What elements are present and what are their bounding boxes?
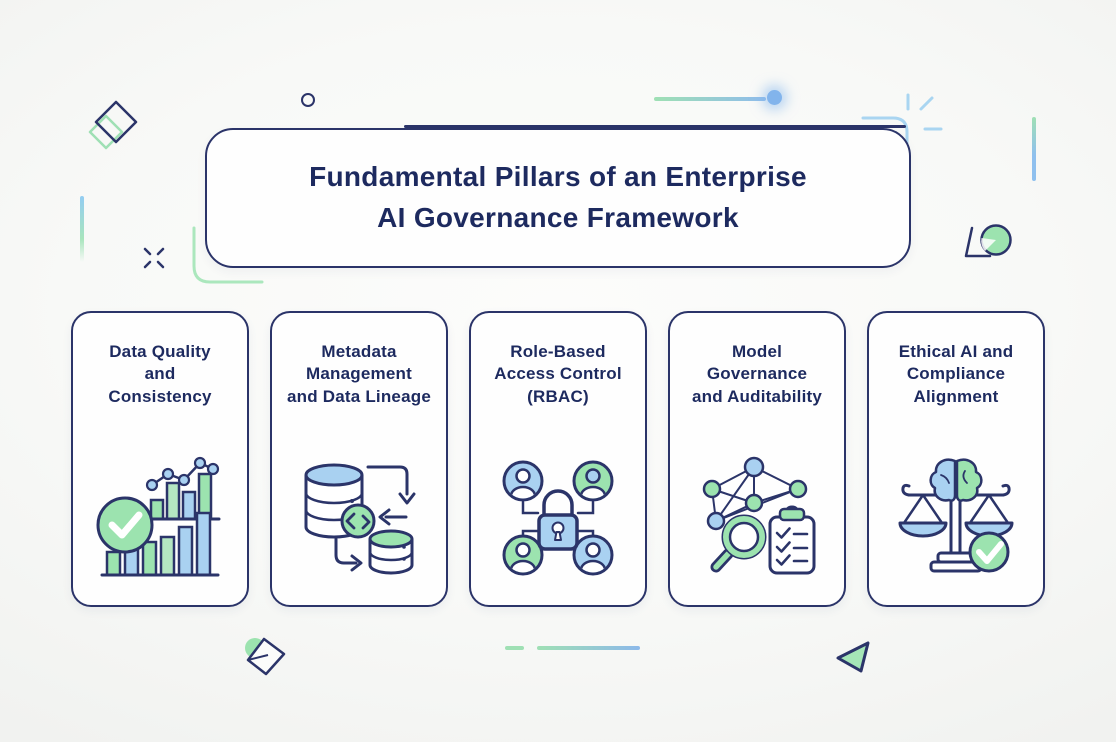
triangle-doodle-icon [836, 641, 870, 673]
card-metadata-management: Metadata Management and Data Lineage [270, 311, 448, 607]
sparkle-x-icon [143, 247, 165, 269]
gradient-line-bottom-short [505, 646, 524, 650]
gradient-line-left [80, 196, 84, 262]
card-label: Metadata Management and Data Lineage [287, 342, 431, 406]
circle-bracket-doodle-icon [964, 224, 1012, 258]
card-label: Role-Based Access Control (RBAC) [494, 342, 622, 406]
users-lock-icon [493, 453, 623, 583]
pillar-cards-row: Data Quality and Consistency [71, 311, 1045, 607]
card-data-quality: Data Quality and Consistency [71, 311, 249, 607]
card-label: Ethical AI and Compliance Alignment [898, 342, 1014, 406]
network-magnifier-checklist-icon [692, 453, 822, 583]
kite-doodle-icon [245, 637, 286, 676]
gradient-line-right [1032, 117, 1036, 181]
card-ethical-ai: Ethical AI and Compliance Alignment [867, 311, 1045, 607]
card-model-governance: Model Governance and Auditability [668, 311, 846, 607]
page-title-line1: Fundamental Pillars of an Enterprise [309, 161, 807, 193]
gradient-line-top [654, 97, 766, 101]
database-lineage-icon [294, 453, 424, 583]
gradient-line-bottom [537, 646, 640, 650]
card-rbac: Role-Based Access Control (RBAC) [469, 311, 647, 607]
card-label: Model Governance and Auditability [691, 342, 823, 406]
green-corner-line [192, 226, 264, 284]
page-title-line2: AI Governance Framework [377, 202, 739, 233]
bar-chart-check-icon [95, 453, 225, 583]
title-box: Fundamental Pillars of an Enterprise AI … [205, 128, 911, 268]
card-label: Data Quality and Consistency [108, 342, 212, 406]
circle-outline-icon [301, 93, 315, 107]
title-box-top-accent [404, 125, 906, 128]
double-diamond-icon [88, 100, 138, 150]
scales-brain-check-icon [891, 453, 1021, 583]
glow-dot-icon [767, 90, 782, 105]
blue-corner-sparkle-icon [861, 93, 943, 169]
